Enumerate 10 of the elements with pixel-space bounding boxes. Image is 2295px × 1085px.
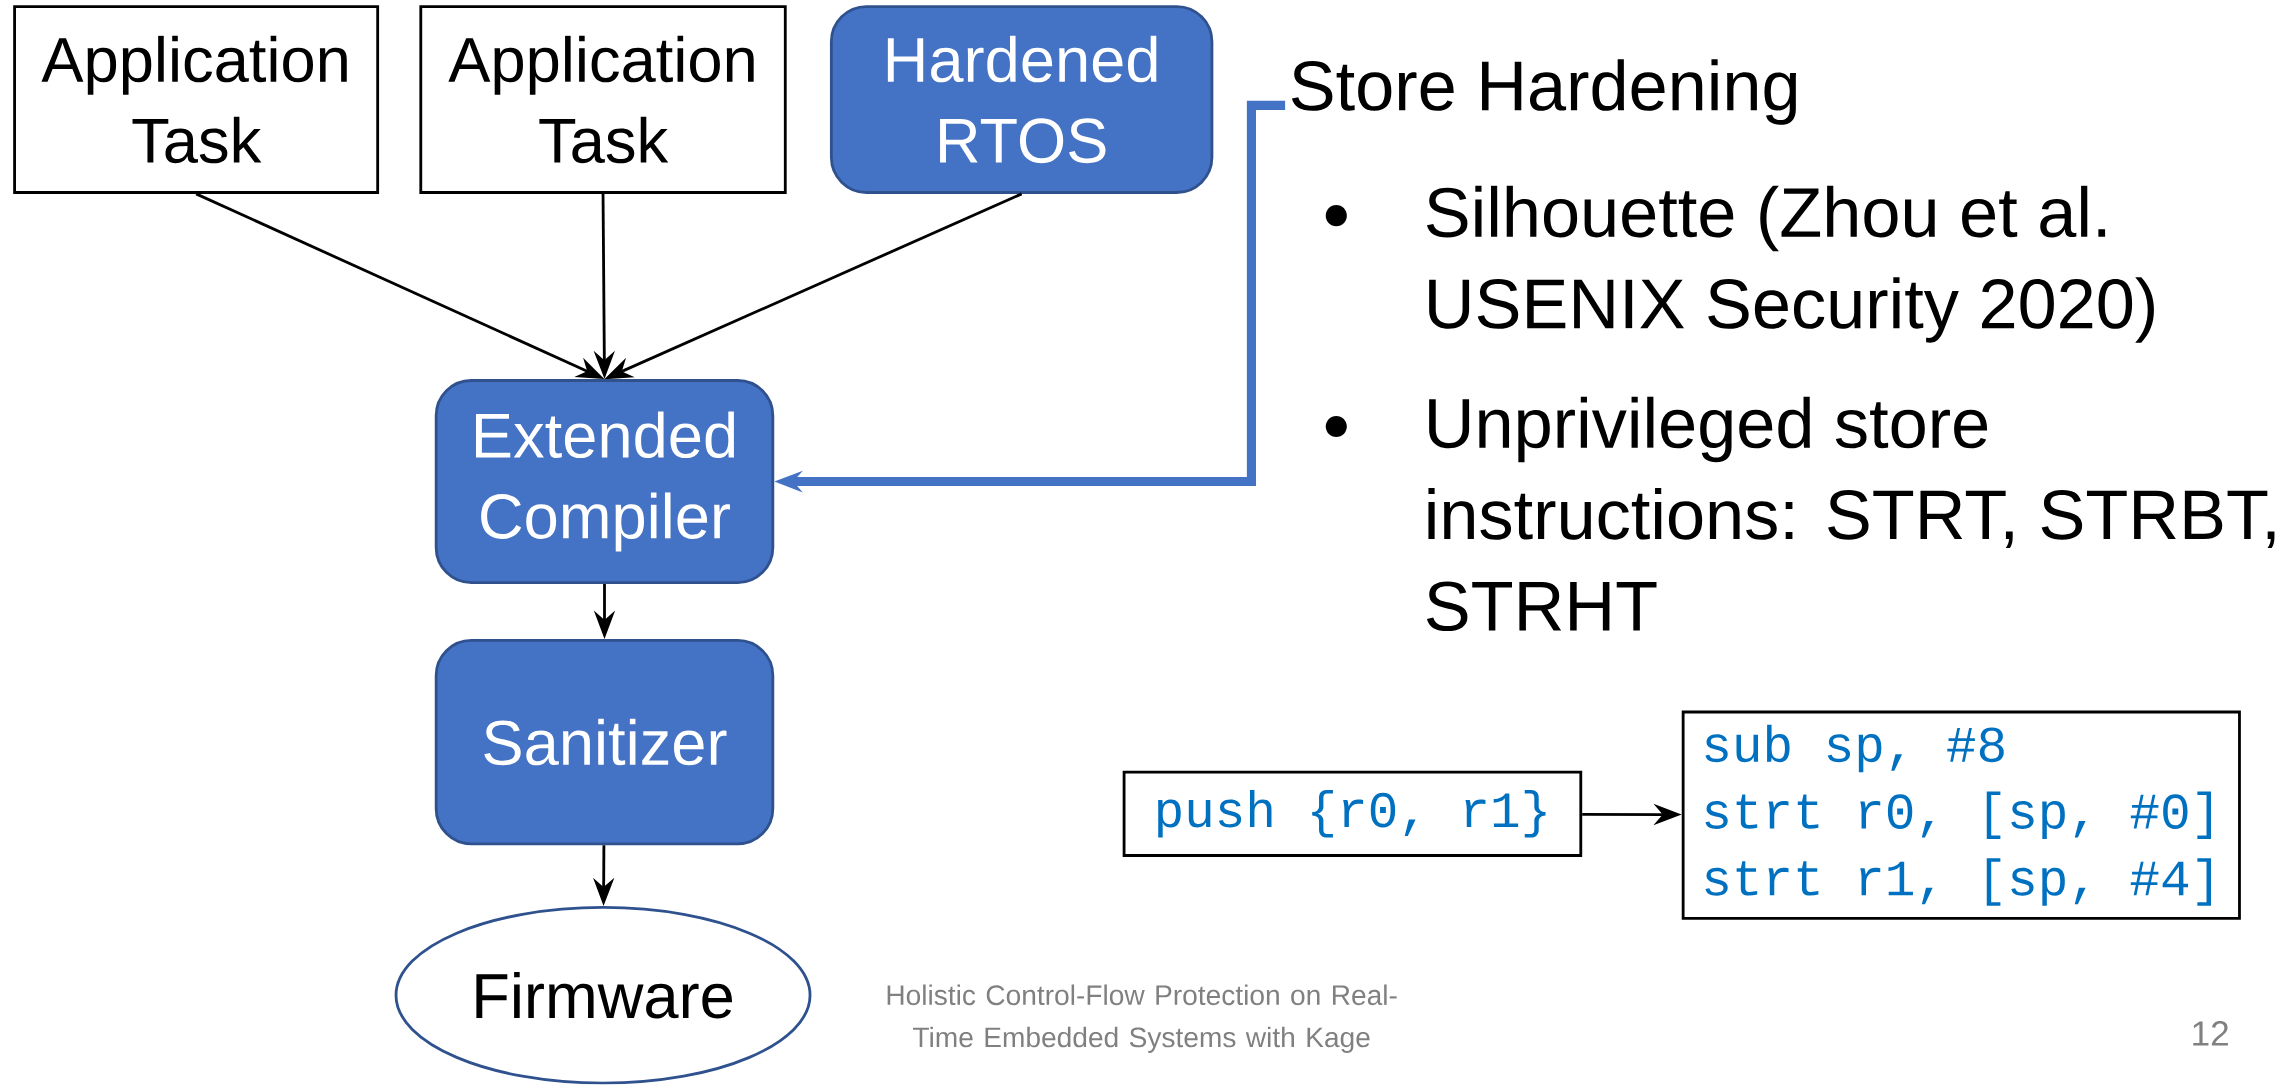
code-box: push {r0, r1} bbox=[1122, 770, 1583, 858]
code-box: sub sp, #8 strt r0, [sp, #0] strt r1, [sp, #4] bbox=[1681, 710, 2241, 921]
task-box: Application Task bbox=[13, 5, 380, 195]
process-box: Hardened RTOS bbox=[829, 5, 1214, 195]
footer-text: Holistic Control-Flow Protection on Real-Time Embedded Systems with Kage bbox=[887, 984, 1397, 1054]
page-number: 12 bbox=[2193, 1021, 2228, 1046]
process-box: Sanitizer bbox=[434, 639, 775, 846]
task-box: Application Task bbox=[419, 5, 787, 195]
process-box: Extended Compiler bbox=[434, 379, 775, 585]
bullet-text: Store Hardening Silhouette (Zhou et al. USENIX Security 2020) Unprivileged store instructions: STRT, STRBT, STRHT bbox=[1291, 59, 2275, 632]
